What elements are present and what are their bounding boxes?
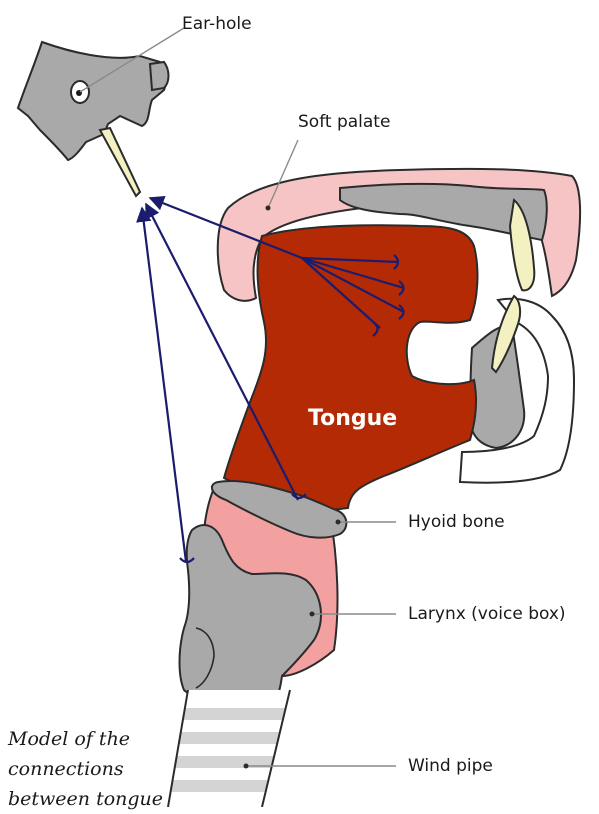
caption-line-3: between tongue xyxy=(8,784,178,814)
label-ear-hole: Ear-hole xyxy=(182,14,252,34)
tongue-shape xyxy=(224,225,477,514)
styloid-process xyxy=(100,128,140,196)
label-wind-pipe: Wind pipe xyxy=(408,756,493,776)
label-larynx: Larynx (voice box) xyxy=(408,604,566,624)
arrow-larynx-to-styloid xyxy=(142,208,186,562)
skull-fragment xyxy=(18,42,169,196)
caption-line-2: connections xyxy=(8,754,178,784)
caption-line-1: Model of the xyxy=(8,724,178,754)
label-soft-palate: Soft palate xyxy=(298,112,390,132)
figure-caption: Model of the connections between tongue xyxy=(8,724,178,814)
lower-jaw xyxy=(460,296,574,483)
label-tongue: Tongue xyxy=(308,406,397,431)
label-hyoid-bone: Hyoid bone xyxy=(408,512,505,532)
wind-pipe-shape xyxy=(160,690,300,807)
